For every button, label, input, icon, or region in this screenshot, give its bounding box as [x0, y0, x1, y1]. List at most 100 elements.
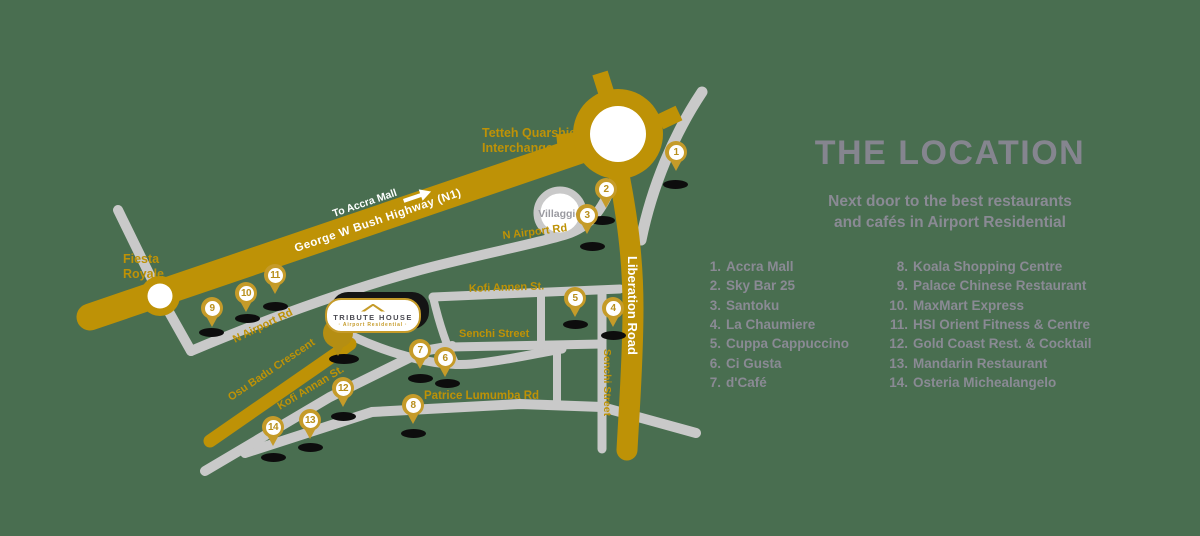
legend-item: 10. MaxMart Express — [878, 296, 1092, 315]
legend-column-2: 8.Koala Shopping Centre 9.Palace Chinese… — [878, 257, 1092, 392]
pin-head: 10 — [235, 282, 257, 304]
pin-head: 14 — [262, 416, 284, 438]
subtitle-line-1: Next door to the best restaurants — [828, 193, 1072, 210]
pin-tail — [607, 316, 619, 327]
subtitle-line-2: and cafés in Airport Residential — [834, 214, 1066, 231]
map-marker-14: 14 — [262, 416, 284, 446]
legend-item-name: Palace Chinese Restaurant — [913, 278, 1087, 294]
legend-item: 5.Cuppa Cappuccino — [697, 334, 849, 353]
fiesta-roundabout — [140, 276, 180, 316]
pin-head: 7 — [409, 339, 431, 361]
legend-item-name: Accra Mall — [726, 259, 794, 275]
legend-item: 6.Ci Gusta — [697, 353, 849, 372]
pin-head: 12 — [332, 377, 354, 399]
pin-head: 9 — [201, 297, 223, 319]
legend-item-number: 5. — [709, 336, 721, 352]
legend-item-number: 3. — [709, 297, 721, 313]
pin-number: 3 — [579, 207, 595, 223]
pin-head: 1 — [665, 141, 687, 163]
page-subtitle: Next door to the best restaurants and ca… — [770, 191, 1130, 233]
roundabout-stub-top — [592, 70, 614, 95]
marker-shadow-4 — [601, 331, 626, 340]
pin-tail — [581, 223, 593, 234]
map-marker-6: 6 — [434, 347, 456, 377]
pin-tail — [240, 301, 252, 312]
legend-item: 1. Accra Mall — [697, 257, 849, 276]
legend-item-number: 11. — [889, 317, 908, 333]
legend-item-name: d'Café — [726, 374, 767, 390]
landmark-label-villaggio: Villaggio — [538, 208, 582, 220]
pin-head: 11 — [264, 264, 286, 286]
road-kofi-annen — [428, 284, 625, 302]
map-marker-2: 2 — [595, 178, 617, 208]
marker-shadow-5 — [563, 320, 588, 329]
to-accra-mall-arrow-icon — [403, 189, 432, 203]
pin-number: 2 — [598, 181, 614, 197]
legend-item-name: HSI Orient Fitness & Centre — [913, 317, 1091, 333]
legend-item-number: 13. — [889, 355, 908, 371]
pin-head: 4 — [602, 297, 624, 319]
pin-number: 9 — [204, 300, 220, 316]
legend-item-name: Gold Coast Rest. & Cocktail — [913, 336, 1092, 352]
pin-tail — [304, 428, 316, 439]
legend-item-name: Mandarin Restaurant — [913, 355, 1048, 371]
roundabout-stub-right — [656, 105, 683, 130]
pin-number: 14 — [265, 419, 281, 435]
pin-tail — [414, 358, 426, 369]
page-title: THE LOCATION — [814, 134, 1086, 172]
legend-item-number: 1. — [709, 259, 721, 275]
legend-item: 4.La Chaumiere — [697, 315, 849, 334]
legend-item: 7. d'Café — [697, 373, 849, 392]
marker-shadow-9 — [199, 328, 224, 337]
pin-number: 6 — [437, 350, 453, 366]
legend-item-number: 4. — [709, 317, 721, 333]
map-marker-9: 9 — [201, 297, 223, 327]
map-marker-11: 11 — [264, 264, 286, 294]
road-label-kofi-annen: Kofi Annen St. — [469, 280, 545, 295]
pin-tail — [670, 160, 682, 171]
landmark-label-fiesta-line2: Royale — [123, 267, 164, 281]
pin-head: 6 — [434, 347, 456, 369]
tribute-house-pin-shadow — [329, 354, 359, 364]
pin-head: 2 — [595, 178, 617, 200]
legend-item: 12.Gold Coast Rest. & Cocktail — [878, 334, 1092, 353]
legend-item-number: 7. — [709, 374, 721, 390]
pin-number: 7 — [412, 342, 428, 358]
map-marker-7: 7 — [409, 339, 431, 369]
pin-tail — [569, 306, 581, 317]
road-liberation — [607, 159, 644, 461]
legend-column-1: 1. Accra Mall 2. Sky Bar 25 3. Santoku 4.La… — [697, 257, 849, 392]
map-marker-5: 5 — [564, 287, 586, 317]
legend-item-number: 8. — [896, 259, 908, 275]
landmark-label-tetteh-line1: Tetteh Quarshie — [482, 126, 576, 140]
legend-item-number: 2. — [709, 278, 721, 294]
legend-item-number: 9. — [896, 278, 908, 294]
legend-item: 11. HSI Orient Fitness & Centre — [878, 315, 1092, 334]
pin-number: 1 — [668, 144, 684, 160]
legend-item: 3. Santoku — [697, 296, 849, 315]
pin-number: 10 — [238, 285, 254, 301]
location-header: THE LOCATION Next door to the best resta… — [770, 134, 1130, 233]
pin-number: 4 — [605, 300, 621, 316]
marker-shadow-1 — [663, 180, 688, 189]
legend-item: 14.Osteria Michealangelo — [878, 373, 1092, 392]
legend-item-name: Santoku — [726, 297, 780, 313]
map-marker-1: 1 — [665, 141, 687, 171]
legend-item: 2. Sky Bar 25 — [697, 276, 849, 295]
legend-item: 9. Palace Chinese Restaurant — [878, 276, 1092, 295]
marker-shadow-3 — [580, 242, 605, 251]
pin-tail — [206, 316, 218, 327]
roundabout-inner — [590, 106, 646, 162]
marker-shadow-13 — [298, 443, 323, 452]
tribute-house-label: TRIBUTE HOUSE · Airport Residential · — [325, 298, 421, 333]
road-label-liberation: Liberation Road — [625, 256, 640, 355]
legend-item-name: MaxMart Express — [913, 297, 1025, 313]
map-marker-10: 10 — [235, 282, 257, 312]
legend-item-number: 10. — [889, 297, 908, 313]
legend-item-name: Sky Bar 25 — [726, 278, 796, 294]
pin-tail — [407, 413, 419, 424]
tribute-house-tagline: · Airport Residential · — [338, 321, 408, 328]
road-osu-badu-crescent — [203, 337, 357, 448]
pin-head: 13 — [299, 409, 321, 431]
